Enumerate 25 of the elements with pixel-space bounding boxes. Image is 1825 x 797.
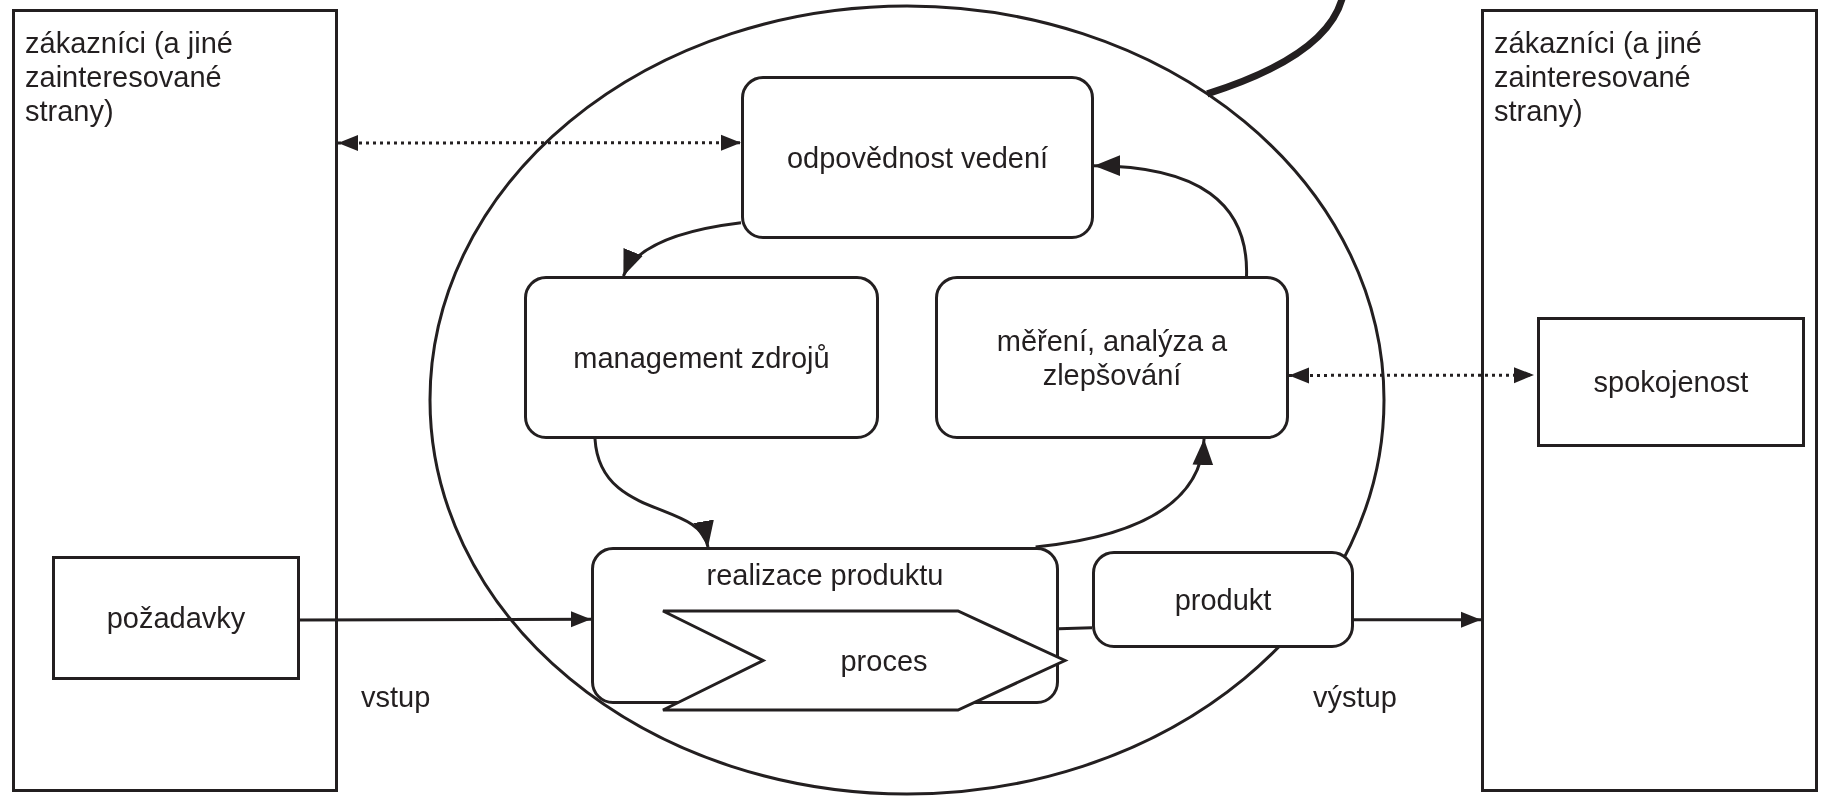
process-box [1537,317,1805,447]
process-box [524,276,879,439]
connector-line [1058,626,1093,631]
panel-heading: zákazníci (a jiné zainteresované strany) [1494,26,1703,128]
arrow [1035,438,1212,549]
node-label: management zdrojů [573,340,830,375]
stakeholder-panel [1481,9,1818,792]
arrow [297,611,591,628]
node-label: odpovědnost vedení [786,140,1049,175]
group-heading: realizace produktu [705,558,945,592]
node-label: produkt [1174,582,1272,617]
node-label: měření, analýza a zlepšování [995,323,1229,392]
node-label: spokojenost [1593,365,1749,399]
node-label: požadavky [106,601,246,635]
stakeholder-panel [12,9,338,792]
process-box [52,556,300,680]
dotted-double-arrow [338,134,741,151]
panel-heading: zákazníci (a jiné zainteresované strany) [25,26,234,128]
connector-line [1206,0,1347,98]
dotted-double-arrow [1289,367,1534,384]
process-box [741,76,1094,239]
arrow [1093,156,1248,277]
arrow [622,221,742,277]
process-box [935,276,1289,439]
arrow [1354,611,1481,628]
